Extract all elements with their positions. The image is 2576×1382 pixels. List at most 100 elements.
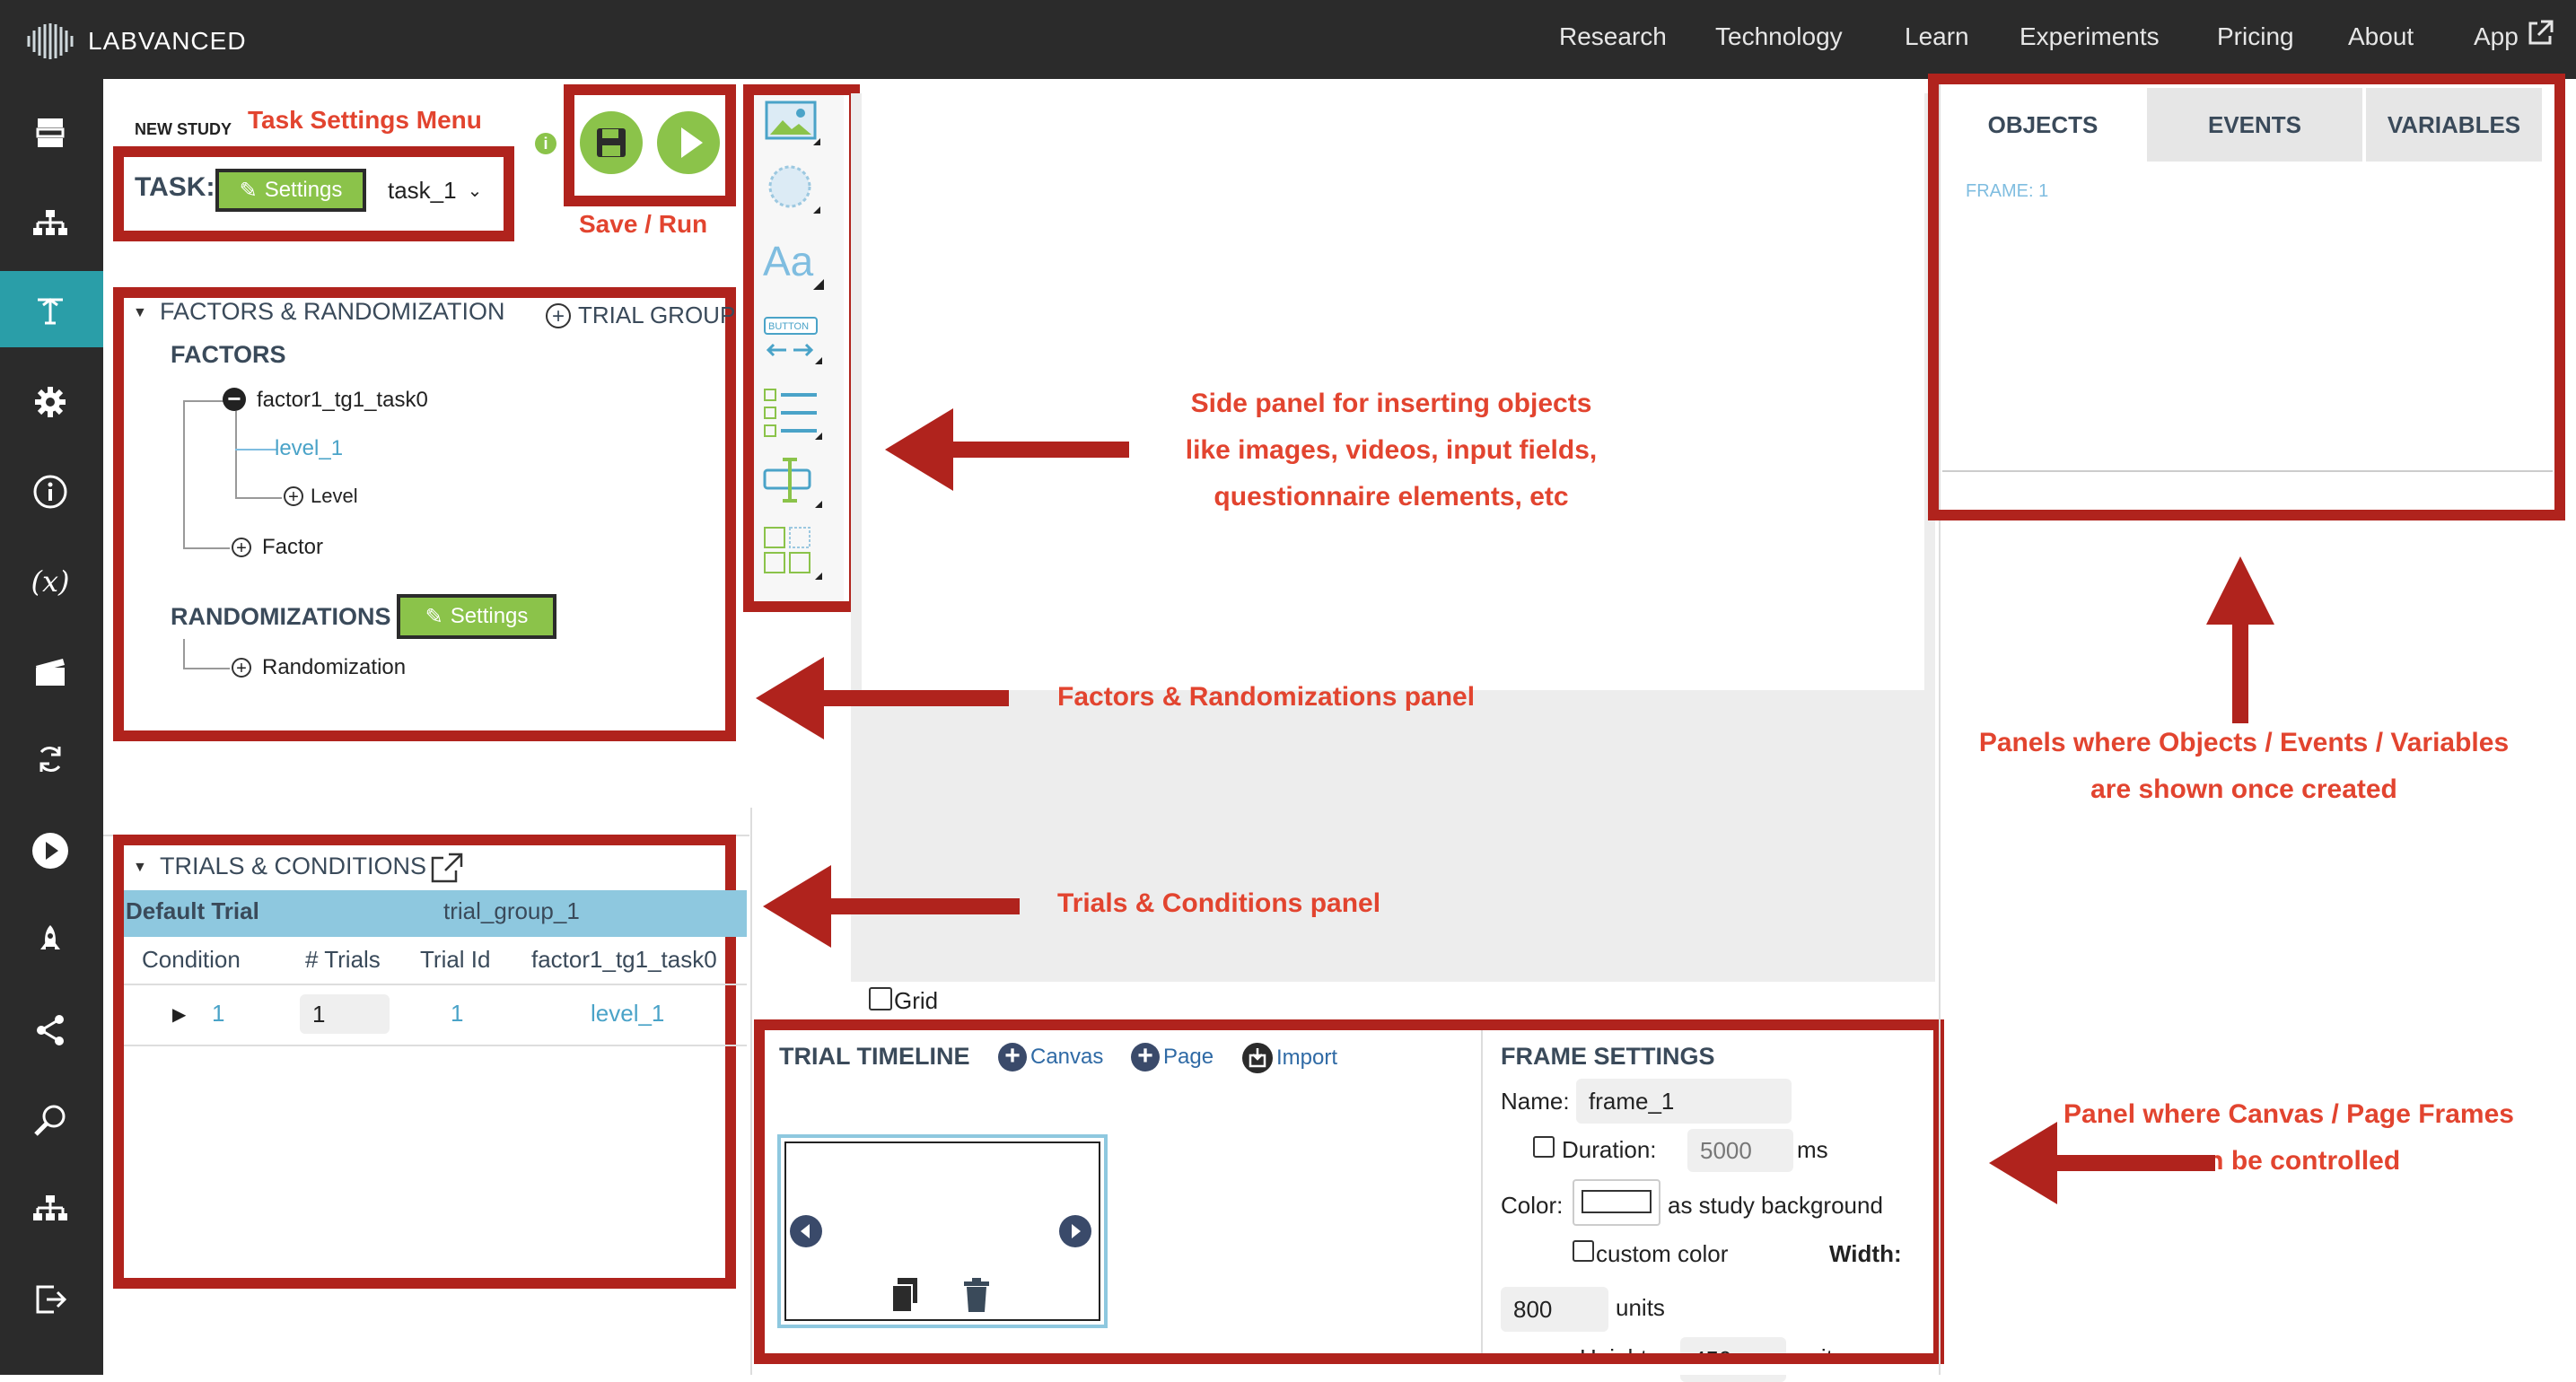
run-button[interactable] xyxy=(657,111,720,174)
frame-canvas[interactable] xyxy=(862,93,1924,690)
width-input[interactable]: 800 xyxy=(1501,1287,1608,1332)
expand-row-icon[interactable]: ▶ xyxy=(172,1005,187,1025)
task-label: TASK: xyxy=(135,172,215,202)
add-canvas-button[interactable]: +Canvas xyxy=(998,1043,1103,1071)
task-settings-button[interactable]: ✎Settings xyxy=(215,169,366,212)
column-trial-id: Trial Id xyxy=(420,946,491,973)
randomizations-heading: RANDOMIZATIONS xyxy=(171,603,391,630)
frame-name-input[interactable]: frame_1 xyxy=(1576,1079,1792,1124)
level-name[interactable]: level_1 xyxy=(275,436,344,460)
row-factor-value[interactable]: level_1 xyxy=(591,1000,665,1027)
annotation-trials-panel: Trials & Conditions panel xyxy=(1057,888,1381,918)
duration-checkbox[interactable] xyxy=(1533,1136,1555,1158)
delete-frame-icon[interactable] xyxy=(960,1276,993,1318)
import-icon xyxy=(1242,1043,1273,1073)
duration-input[interactable]: 5000 xyxy=(1687,1129,1793,1172)
open-external-icon[interactable] xyxy=(429,853,465,889)
num-trials-input[interactable]: 1 xyxy=(300,994,390,1034)
frame-thumbnail[interactable] xyxy=(777,1134,1108,1328)
add-trial-group-button[interactable]: + TRIAL GROUP xyxy=(546,302,735,329)
annotation-line: like images, videos, input fields, xyxy=(1185,435,1598,465)
add-level-button[interactable]: +Level xyxy=(284,485,358,508)
info-icon[interactable] xyxy=(25,467,75,517)
list-object-icon[interactable] xyxy=(763,386,826,448)
nav-technology[interactable]: Technology xyxy=(1715,22,1843,50)
nav-pricing[interactable]: Pricing xyxy=(2217,22,2294,50)
grid-checkbox[interactable] xyxy=(869,987,892,1010)
nav-app[interactable]: App xyxy=(2474,22,2519,50)
annotation-line: questionnaire elements, etc xyxy=(1214,482,1569,512)
add-factor-button[interactable]: +Factor xyxy=(232,535,323,560)
task-settings-label: Settings xyxy=(264,178,343,202)
annotation-save-run: Save / Run xyxy=(579,210,708,238)
editor-icon[interactable] xyxy=(25,285,75,336)
brand-name[interactable]: LABVANCED xyxy=(88,27,247,55)
trial-group-header-row[interactable] xyxy=(124,890,747,937)
custom-color-checkbox[interactable] xyxy=(1573,1240,1594,1262)
add-randomization-button[interactable]: + Randomization xyxy=(232,655,406,680)
tree-line xyxy=(235,449,276,450)
import-label: Import xyxy=(1276,1045,1338,1070)
trial-timeline-title: TRIAL TIMELINE xyxy=(779,1043,970,1070)
task-select[interactable]: task_1 ⌄ xyxy=(377,169,497,212)
annotation-box-objects xyxy=(1928,74,2565,520)
layout-object-icon[interactable] xyxy=(763,526,826,588)
logout-icon[interactable] xyxy=(25,1274,75,1325)
hierarchy-icon[interactable] xyxy=(25,197,75,248)
gear-icon[interactable] xyxy=(25,377,75,427)
nav-experiments[interactable]: Experiments xyxy=(2020,22,2160,50)
collapse-triangle-icon[interactable]: ▼ xyxy=(133,860,147,875)
collapse-triangle-icon[interactable]: ▼ xyxy=(133,305,147,320)
button-object-icon[interactable]: BUTTON xyxy=(763,314,826,372)
study-name-label: NEW STUDY xyxy=(135,120,232,138)
labvanced-logo-icon[interactable] xyxy=(25,20,74,61)
nav-research[interactable]: Research xyxy=(1559,22,1667,50)
arrow-shaft xyxy=(2232,625,2248,723)
recording-icon[interactable] xyxy=(25,108,75,158)
nav-learn[interactable]: Learn xyxy=(1905,22,1969,50)
clapper-icon[interactable] xyxy=(25,646,75,696)
add-page-button[interactable]: +Page xyxy=(1131,1043,1214,1071)
play-icon[interactable] xyxy=(25,826,75,876)
share-icon[interactable] xyxy=(25,1005,75,1055)
row-condition: 1 xyxy=(212,1000,225,1027)
info-badge-icon[interactable]: i xyxy=(535,133,556,154)
image-object-icon[interactable] xyxy=(765,101,822,155)
task-select-value: task_1 xyxy=(388,176,457,204)
add-randomization-label: Randomization xyxy=(262,655,407,679)
input-field-object-icon[interactable] xyxy=(763,454,826,516)
tab-variables[interactable]: VARIABLES xyxy=(2366,88,2542,162)
rocket-icon[interactable] xyxy=(25,915,75,966)
annotation-side-panel: Side panel for inserting objects like im… xyxy=(1158,380,1625,520)
right-panel-border xyxy=(1939,79,1941,1375)
import-button[interactable]: Import xyxy=(1242,1043,1337,1073)
shape-object-icon[interactable] xyxy=(765,162,822,223)
plus-circle-icon: + xyxy=(232,658,251,678)
external-link-icon xyxy=(2527,20,2554,51)
plus-circle-icon: + xyxy=(1131,1043,1160,1071)
network-icon[interactable] xyxy=(25,1183,75,1233)
tab-objects[interactable]: OBJECTS xyxy=(1942,88,2143,162)
search-icon[interactable] xyxy=(25,1095,75,1145)
annotation-box-factors xyxy=(113,287,736,741)
tab-events[interactable]: EVENTS xyxy=(2147,88,2362,162)
collapse-factor-icon[interactable]: − xyxy=(223,387,246,411)
arrow-head xyxy=(2206,556,2274,625)
factor-name[interactable]: factor1_tg1_task0 xyxy=(257,388,428,412)
previous-frame-icon[interactable] xyxy=(790,1215,822,1247)
trial-group-label: TRIAL GROUP xyxy=(578,302,736,328)
play-triangle-icon xyxy=(681,127,703,158)
refresh-icon[interactable] xyxy=(25,734,75,784)
plus-circle-icon: + xyxy=(998,1043,1027,1071)
variable-icon[interactable]: (x) xyxy=(31,564,70,599)
annotation-factors-panel: Factors & Randomizations panel xyxy=(1057,682,1476,712)
save-button[interactable] xyxy=(580,111,643,174)
plus-circle-icon: + xyxy=(546,302,571,328)
width-units: units xyxy=(1616,1294,1665,1321)
text-object-icon[interactable]: Aa xyxy=(763,238,814,284)
copy-frame-icon[interactable] xyxy=(889,1276,921,1318)
color-picker[interactable] xyxy=(1573,1179,1660,1226)
nav-about[interactable]: About xyxy=(2348,22,2414,50)
randomization-settings-button[interactable]: ✎Settings xyxy=(397,594,556,639)
next-frame-icon[interactable] xyxy=(1059,1215,1091,1247)
